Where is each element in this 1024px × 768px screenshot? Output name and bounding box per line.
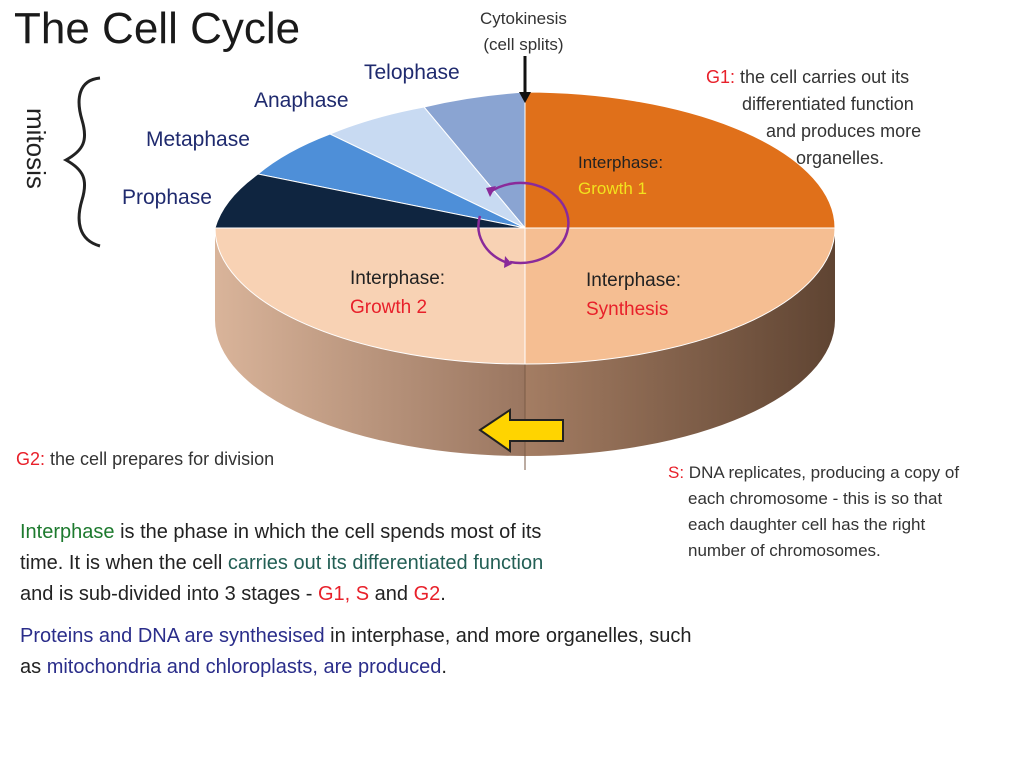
para2-line-1: Proteins and DNA are synthesised in inte… bbox=[20, 621, 800, 652]
cytokinesis-arrow-icon bbox=[519, 92, 531, 103]
g1-sector-label-line-1: Interphase: bbox=[578, 153, 664, 172]
para1-line-3: and is sub-divided into 3 stages - G1, S… bbox=[20, 579, 660, 610]
cycle-arrowhead-icon bbox=[486, 186, 496, 197]
interphase-paragraph: Interphase is the phase in which the cel… bbox=[20, 517, 660, 610]
s-sector-label-line-1: Interphase: bbox=[586, 270, 682, 291]
cytokinesis-label: Cytokinesis (cell splits) bbox=[480, 6, 567, 58]
para2-text-b: in interphase, and more organelles, such bbox=[324, 625, 692, 647]
prophase-label: Prophase bbox=[122, 186, 212, 209]
para1-line-1: Interphase is the phase in which the cel… bbox=[20, 517, 660, 548]
para1-text-e: and is sub-divided into 3 stages - bbox=[20, 583, 318, 605]
para2-text-c: as bbox=[20, 656, 47, 678]
para1-text-c: time. It is when the cell bbox=[20, 552, 228, 574]
s-sector-label: Interphase: Synthesis bbox=[586, 266, 681, 324]
s-note-line-1: S: DNA replicates, producing a copy of bbox=[668, 460, 1018, 486]
g1-note-line-2: differentiated function bbox=[742, 94, 914, 114]
anaphase-label: Anaphase bbox=[254, 89, 349, 112]
s-note: S: DNA replicates, producing a copy of e… bbox=[668, 460, 1018, 564]
sector-growth-2 bbox=[214, 227, 526, 365]
sector-growth-1 bbox=[524, 91, 836, 229]
para1-highlight-g2: G2 bbox=[413, 583, 441, 605]
page-title: The Cell Cycle bbox=[14, 4, 301, 53]
g1-note-line-4: organelles. bbox=[796, 148, 885, 168]
disk-side-left bbox=[215, 228, 525, 456]
cytokinesis-line-1: Cytokinesis bbox=[480, 9, 567, 28]
g1-note-line-3: and produces more bbox=[766, 121, 922, 141]
g2-note: G2: the cell prepares for division bbox=[16, 446, 274, 473]
g1-note-text-1: the cell carries out its bbox=[740, 67, 910, 87]
metaphase-label: Metaphase bbox=[146, 128, 250, 151]
para2-text-e: . bbox=[441, 656, 447, 678]
para2-highlight-synthesised: Proteins and DNA are synthesised bbox=[20, 625, 325, 647]
telophase-label: Telophase bbox=[364, 61, 460, 84]
disk-side-right bbox=[525, 228, 835, 456]
s-sector-label-line-2: Synthesis bbox=[586, 299, 669, 320]
s-note-tag: S: bbox=[668, 463, 685, 482]
para1-text-b: is the phase in which the cell spends mo… bbox=[114, 521, 542, 543]
mitosis-label: mitosis bbox=[21, 108, 51, 189]
s-note-line-2: each chromosome - this is so that bbox=[688, 489, 943, 508]
para2-highlight-organelles: mitochondria and chloroplasts, are produ… bbox=[46, 656, 442, 678]
synthesis-paragraph: Proteins and DNA are synthesised in inte… bbox=[20, 621, 800, 683]
mitosis-brace-icon bbox=[62, 76, 101, 248]
para1-line-2: time. It is when the cell carries out it… bbox=[20, 548, 660, 579]
para1-highlight-g1-s: G1, S bbox=[317, 583, 370, 605]
g2-note-tag: G2: bbox=[16, 449, 46, 469]
g1-sector-label-line-2: Growth 1 bbox=[578, 179, 647, 198]
g2-sector-label-line-2: Growth 2 bbox=[350, 297, 428, 318]
g2-sector-label: Interphase: Growth 2 bbox=[350, 264, 445, 322]
s-note-line-4: number of chromosomes. bbox=[688, 541, 881, 560]
para1-highlight-function: carries out its differentiated function bbox=[227, 552, 544, 574]
s-note-line-3: each daughter cell has the right bbox=[688, 515, 926, 534]
s-note-text-1: DNA replicates, producing a copy of bbox=[688, 463, 960, 482]
cycle-arrow-icon bbox=[489, 181, 570, 265]
cycle-arrowhead-icon-2 bbox=[504, 256, 512, 268]
para1-highlight-interphase: Interphase bbox=[20, 521, 115, 543]
cytokinesis-line-2: (cell splits) bbox=[483, 35, 564, 54]
g1-sector-label: Interphase: Growth 1 bbox=[578, 150, 663, 202]
para1-text-g: and bbox=[369, 583, 414, 605]
cycle-arrow-loop bbox=[477, 215, 506, 264]
g2-sector-label-line-1: Interphase: bbox=[350, 268, 446, 289]
para2-line-2: as mitochondria and chloroplasts, are pr… bbox=[20, 652, 800, 683]
g1-note: G1: the cell carries out its differentia… bbox=[706, 64, 1006, 172]
direction-arrow-icon bbox=[478, 408, 564, 453]
para1-text-i: . bbox=[440, 583, 446, 605]
g2-note-text: the cell prepares for division bbox=[50, 449, 275, 469]
g1-note-line-1: G1: the cell carries out its bbox=[706, 64, 1006, 91]
g1-note-tag: G1: bbox=[706, 67, 736, 87]
sector-synthesis bbox=[524, 227, 836, 365]
sector-prophase bbox=[214, 173, 526, 229]
